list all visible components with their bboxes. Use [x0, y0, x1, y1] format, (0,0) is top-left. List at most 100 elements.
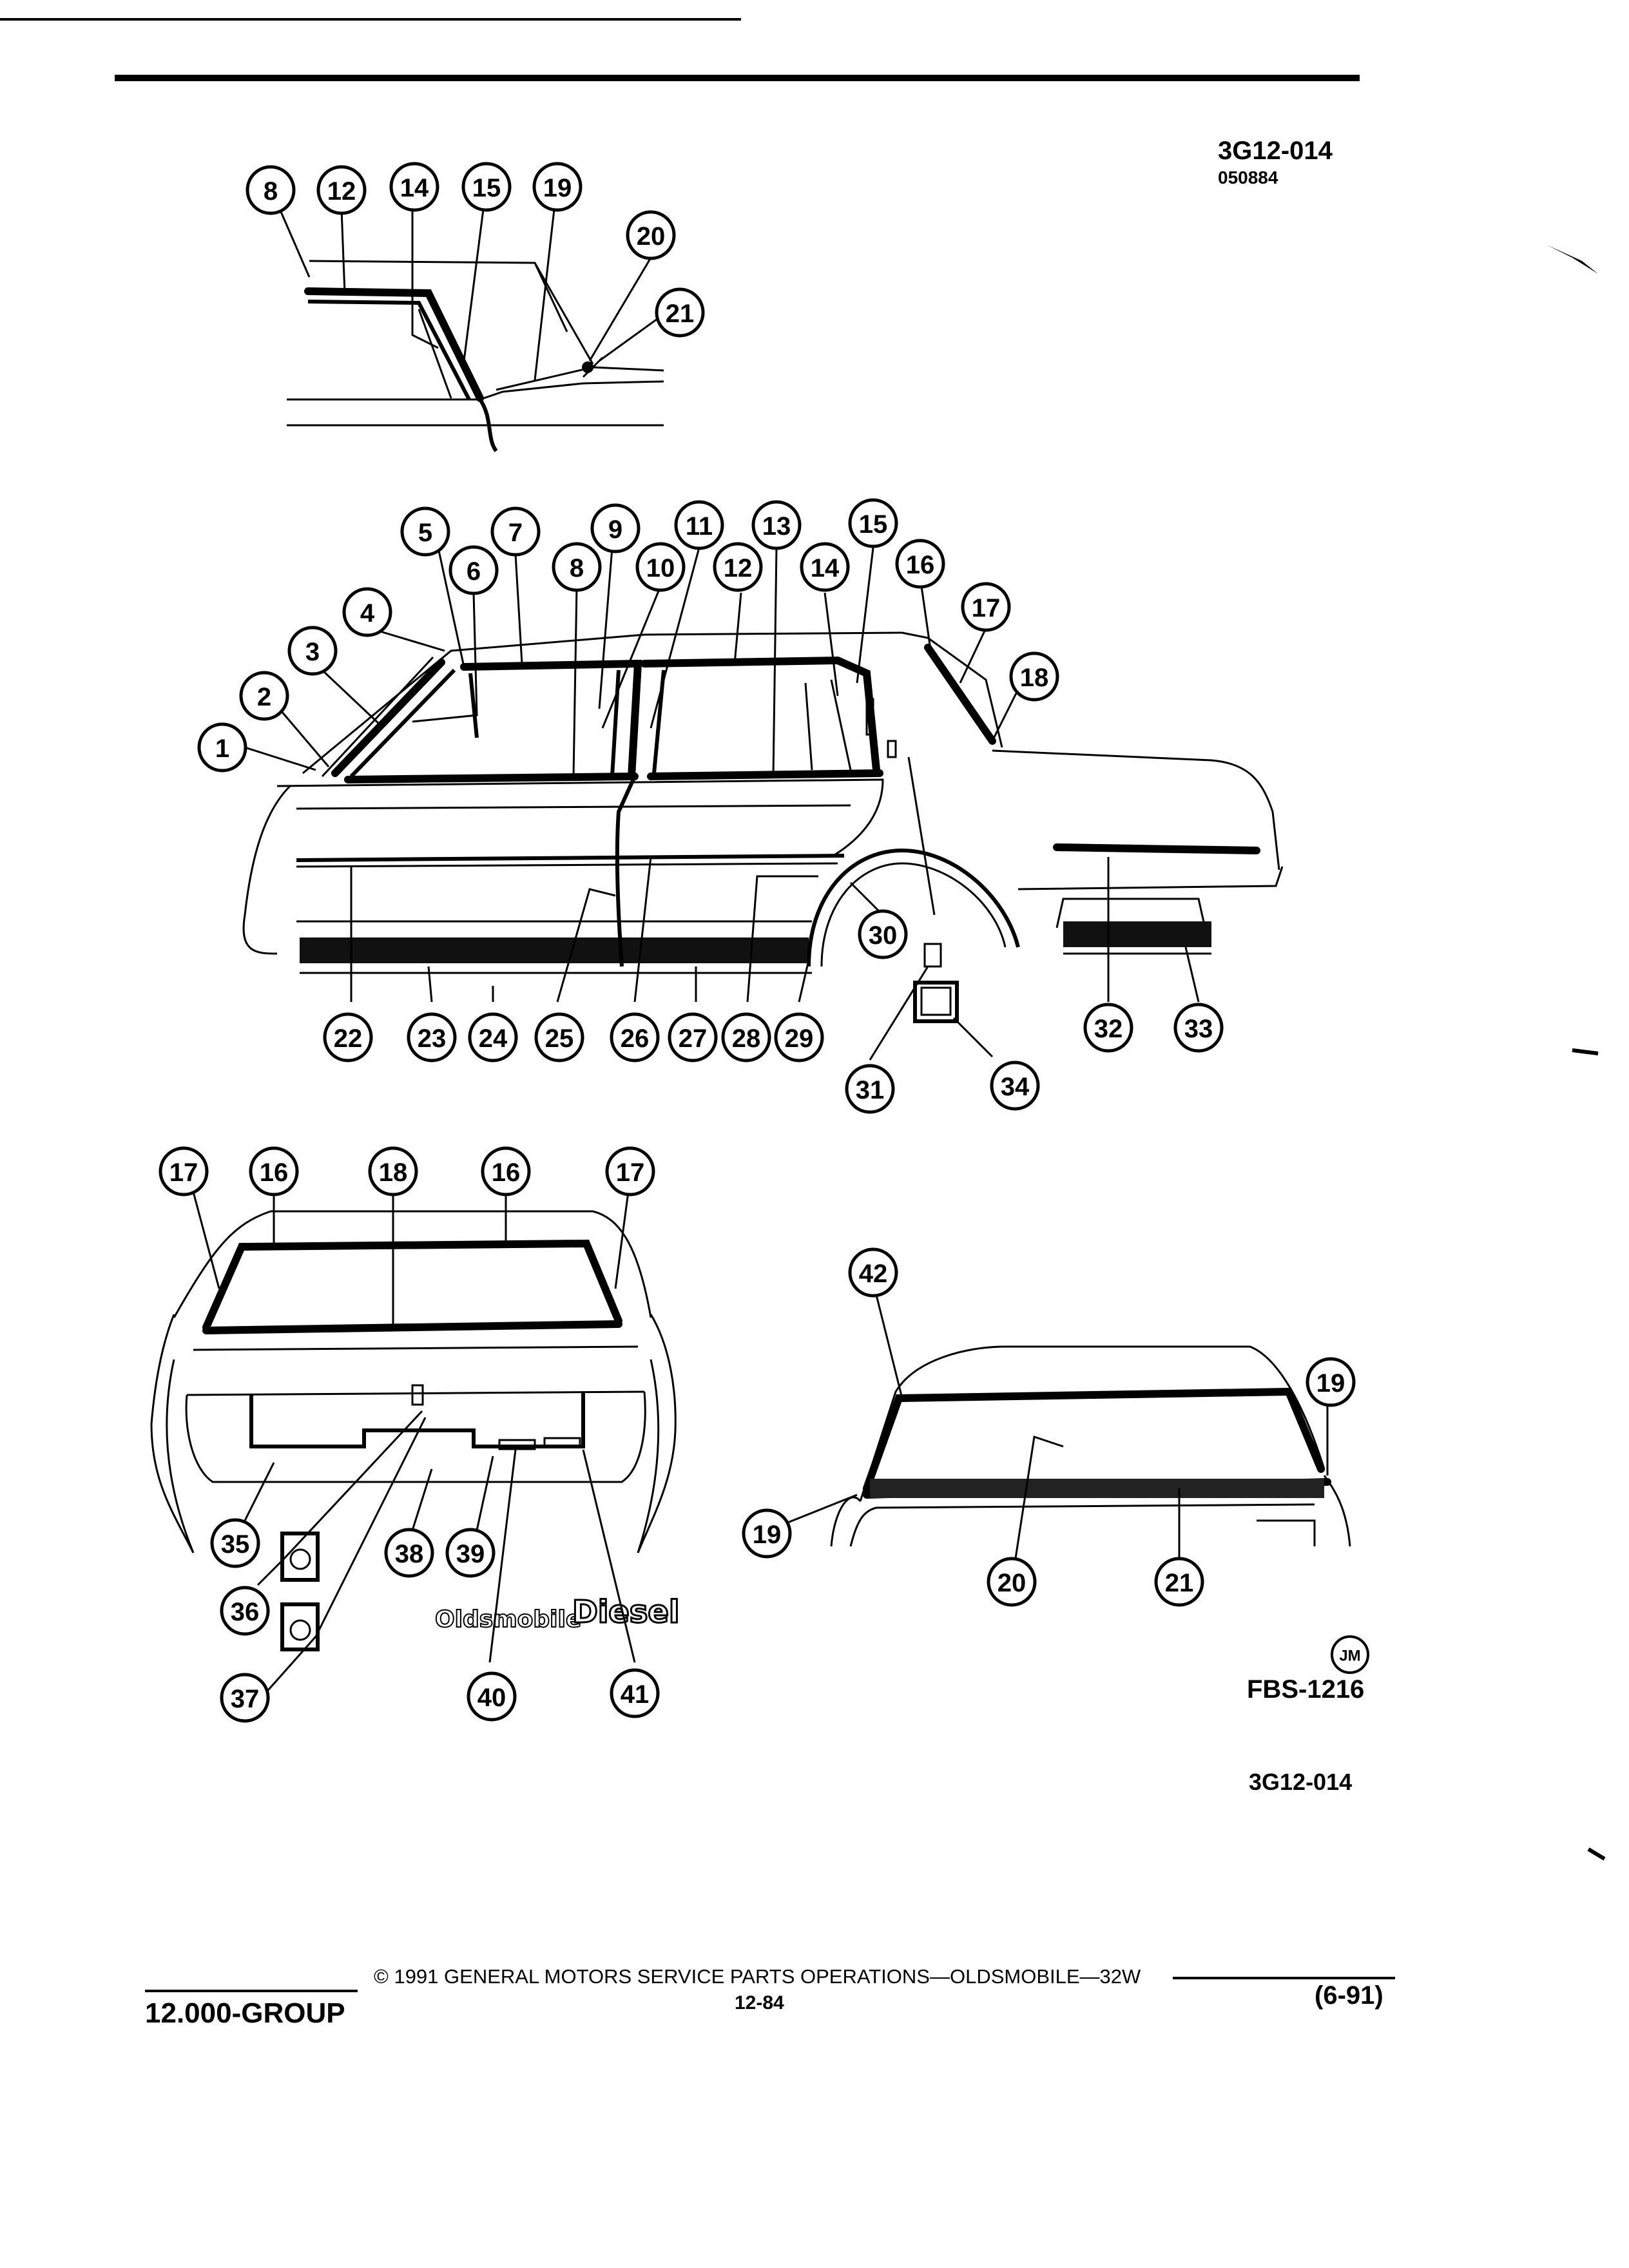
callout-14: 14	[800, 542, 850, 592]
svg-text:20: 20	[637, 222, 666, 251]
callout-16: 16	[249, 1146, 299, 1196]
svg-text:39: 39	[456, 1540, 485, 1568]
scan-mark	[1587, 1847, 1606, 1861]
svg-text:6: 6	[467, 557, 481, 586]
oldsmobile-badge: Oldsmobile	[435, 1606, 581, 1633]
callout-19: 19	[742, 1508, 792, 1559]
callout-10: 10	[635, 542, 686, 592]
callout-15: 15	[461, 162, 512, 212]
callout-11: 11	[674, 500, 724, 550]
svg-text:32: 32	[1094, 1015, 1123, 1043]
svg-text:JM: JM	[1339, 1648, 1360, 1665]
callout-26: 26	[610, 1012, 660, 1062]
figure-code: 3G12-014	[1249, 1769, 1353, 1795]
header-rule	[115, 75, 1360, 81]
doc-code: 3G12-014	[1218, 137, 1333, 165]
svg-text:7: 7	[508, 519, 523, 547]
callout-17: 17	[961, 582, 1011, 632]
svg-text:16: 16	[906, 551, 935, 579]
callout-12: 12	[316, 165, 367, 215]
callout-36: 36	[220, 1586, 270, 1636]
callout-29: 29	[774, 1012, 824, 1062]
svg-text:36: 36	[231, 1598, 260, 1626]
svg-text:26: 26	[621, 1024, 650, 1053]
footer-rule-left	[145, 1990, 358, 1992]
footer-rule-right	[1173, 1977, 1395, 1979]
svg-text:33: 33	[1184, 1015, 1213, 1043]
callout-8: 8	[246, 165, 296, 215]
svg-text:16: 16	[260, 1158, 289, 1187]
callout-5: 5	[400, 506, 450, 557]
svg-text:31: 31	[856, 1076, 885, 1104]
callout-23: 23	[407, 1012, 457, 1062]
callout-7: 7	[490, 506, 541, 557]
footer-page: 12-84	[735, 1992, 784, 2013]
fbs-code: FBS-1216	[1247, 1675, 1365, 1704]
jm-mark: JM	[1331, 1635, 1369, 1674]
svg-text:12: 12	[327, 177, 356, 206]
callout-27: 27	[668, 1012, 718, 1062]
svg-text:37: 37	[231, 1685, 260, 1713]
callouts-side-view: 1 2 3 4 5 6 7 8 9 10 11 12 13 14 15 16 1…	[197, 498, 1224, 1114]
svg-text:5: 5	[418, 519, 432, 547]
detail-roof-drawing	[287, 260, 664, 452]
callout-3: 3	[287, 626, 338, 676]
svg-text:8: 8	[264, 177, 278, 206]
svg-text:17: 17	[169, 1158, 198, 1187]
svg-text:23: 23	[418, 1024, 447, 1053]
scan-mark	[1547, 245, 1598, 274]
callout-34: 34	[990, 1061, 1040, 1111]
callout-15: 15	[848, 498, 898, 548]
callout-13: 13	[751, 500, 802, 550]
callout-25: 25	[534, 1012, 584, 1062]
doc-date: 050884	[1218, 168, 1278, 187]
callout-38: 38	[384, 1528, 434, 1578]
callout-33: 33	[1173, 1003, 1224, 1053]
scan-mark	[1572, 1048, 1599, 1055]
svg-text:19: 19	[1316, 1369, 1345, 1398]
svg-text:15: 15	[859, 510, 888, 539]
callout-35: 35	[210, 1518, 260, 1568]
callout-32: 32	[1083, 1003, 1133, 1053]
svg-text:18: 18	[1020, 664, 1049, 692]
svg-text:16: 16	[492, 1158, 521, 1187]
svg-text:14: 14	[811, 554, 840, 582]
callout-19: 19	[1306, 1357, 1356, 1407]
callout-20: 20	[626, 210, 676, 260]
callout-18: 18	[1009, 651, 1059, 702]
callout-17: 17	[605, 1146, 655, 1196]
callout-39: 39	[445, 1528, 496, 1578]
svg-text:13: 13	[762, 512, 791, 541]
callout-16: 16	[895, 539, 945, 589]
svg-text:8: 8	[570, 554, 584, 582]
callout-21: 21	[1154, 1557, 1204, 1607]
svg-text:12: 12	[724, 554, 753, 582]
svg-text:2: 2	[257, 683, 271, 711]
svg-text:34: 34	[1001, 1073, 1030, 1101]
footer-copyright: © 1991 GENERAL MOTORS SERVICE PARTS OPER…	[374, 1965, 1141, 1988]
svg-text:15: 15	[472, 174, 501, 202]
callout-9: 9	[590, 503, 641, 553]
svg-text:17: 17	[616, 1158, 645, 1187]
svg-text:17: 17	[972, 594, 1001, 622]
side-view-car-drawing	[242, 631, 1284, 1023]
svg-text:30: 30	[869, 921, 898, 950]
callout-31: 31	[845, 1064, 895, 1114]
svg-text:40: 40	[477, 1684, 506, 1712]
footer-revision: (6-91)	[1315, 1981, 1383, 2010]
svg-text:14: 14	[400, 174, 429, 202]
callout-12: 12	[713, 542, 763, 592]
callout-42: 42	[848, 1247, 898, 1298]
callout-4: 4	[342, 587, 392, 637]
rear-glass-drawing	[830, 1345, 1351, 1547]
svg-text:22: 22	[334, 1024, 363, 1053]
callout-24: 24	[468, 1012, 518, 1062]
callout-22: 22	[323, 1012, 373, 1062]
svg-text:19: 19	[753, 1521, 782, 1549]
leader-lines	[192, 202, 1329, 1695]
svg-text:10: 10	[646, 554, 675, 582]
callout-1: 1	[197, 722, 247, 773]
svg-text:28: 28	[732, 1024, 761, 1053]
svg-text:41: 41	[621, 1680, 650, 1709]
svg-text:29: 29	[785, 1024, 814, 1053]
